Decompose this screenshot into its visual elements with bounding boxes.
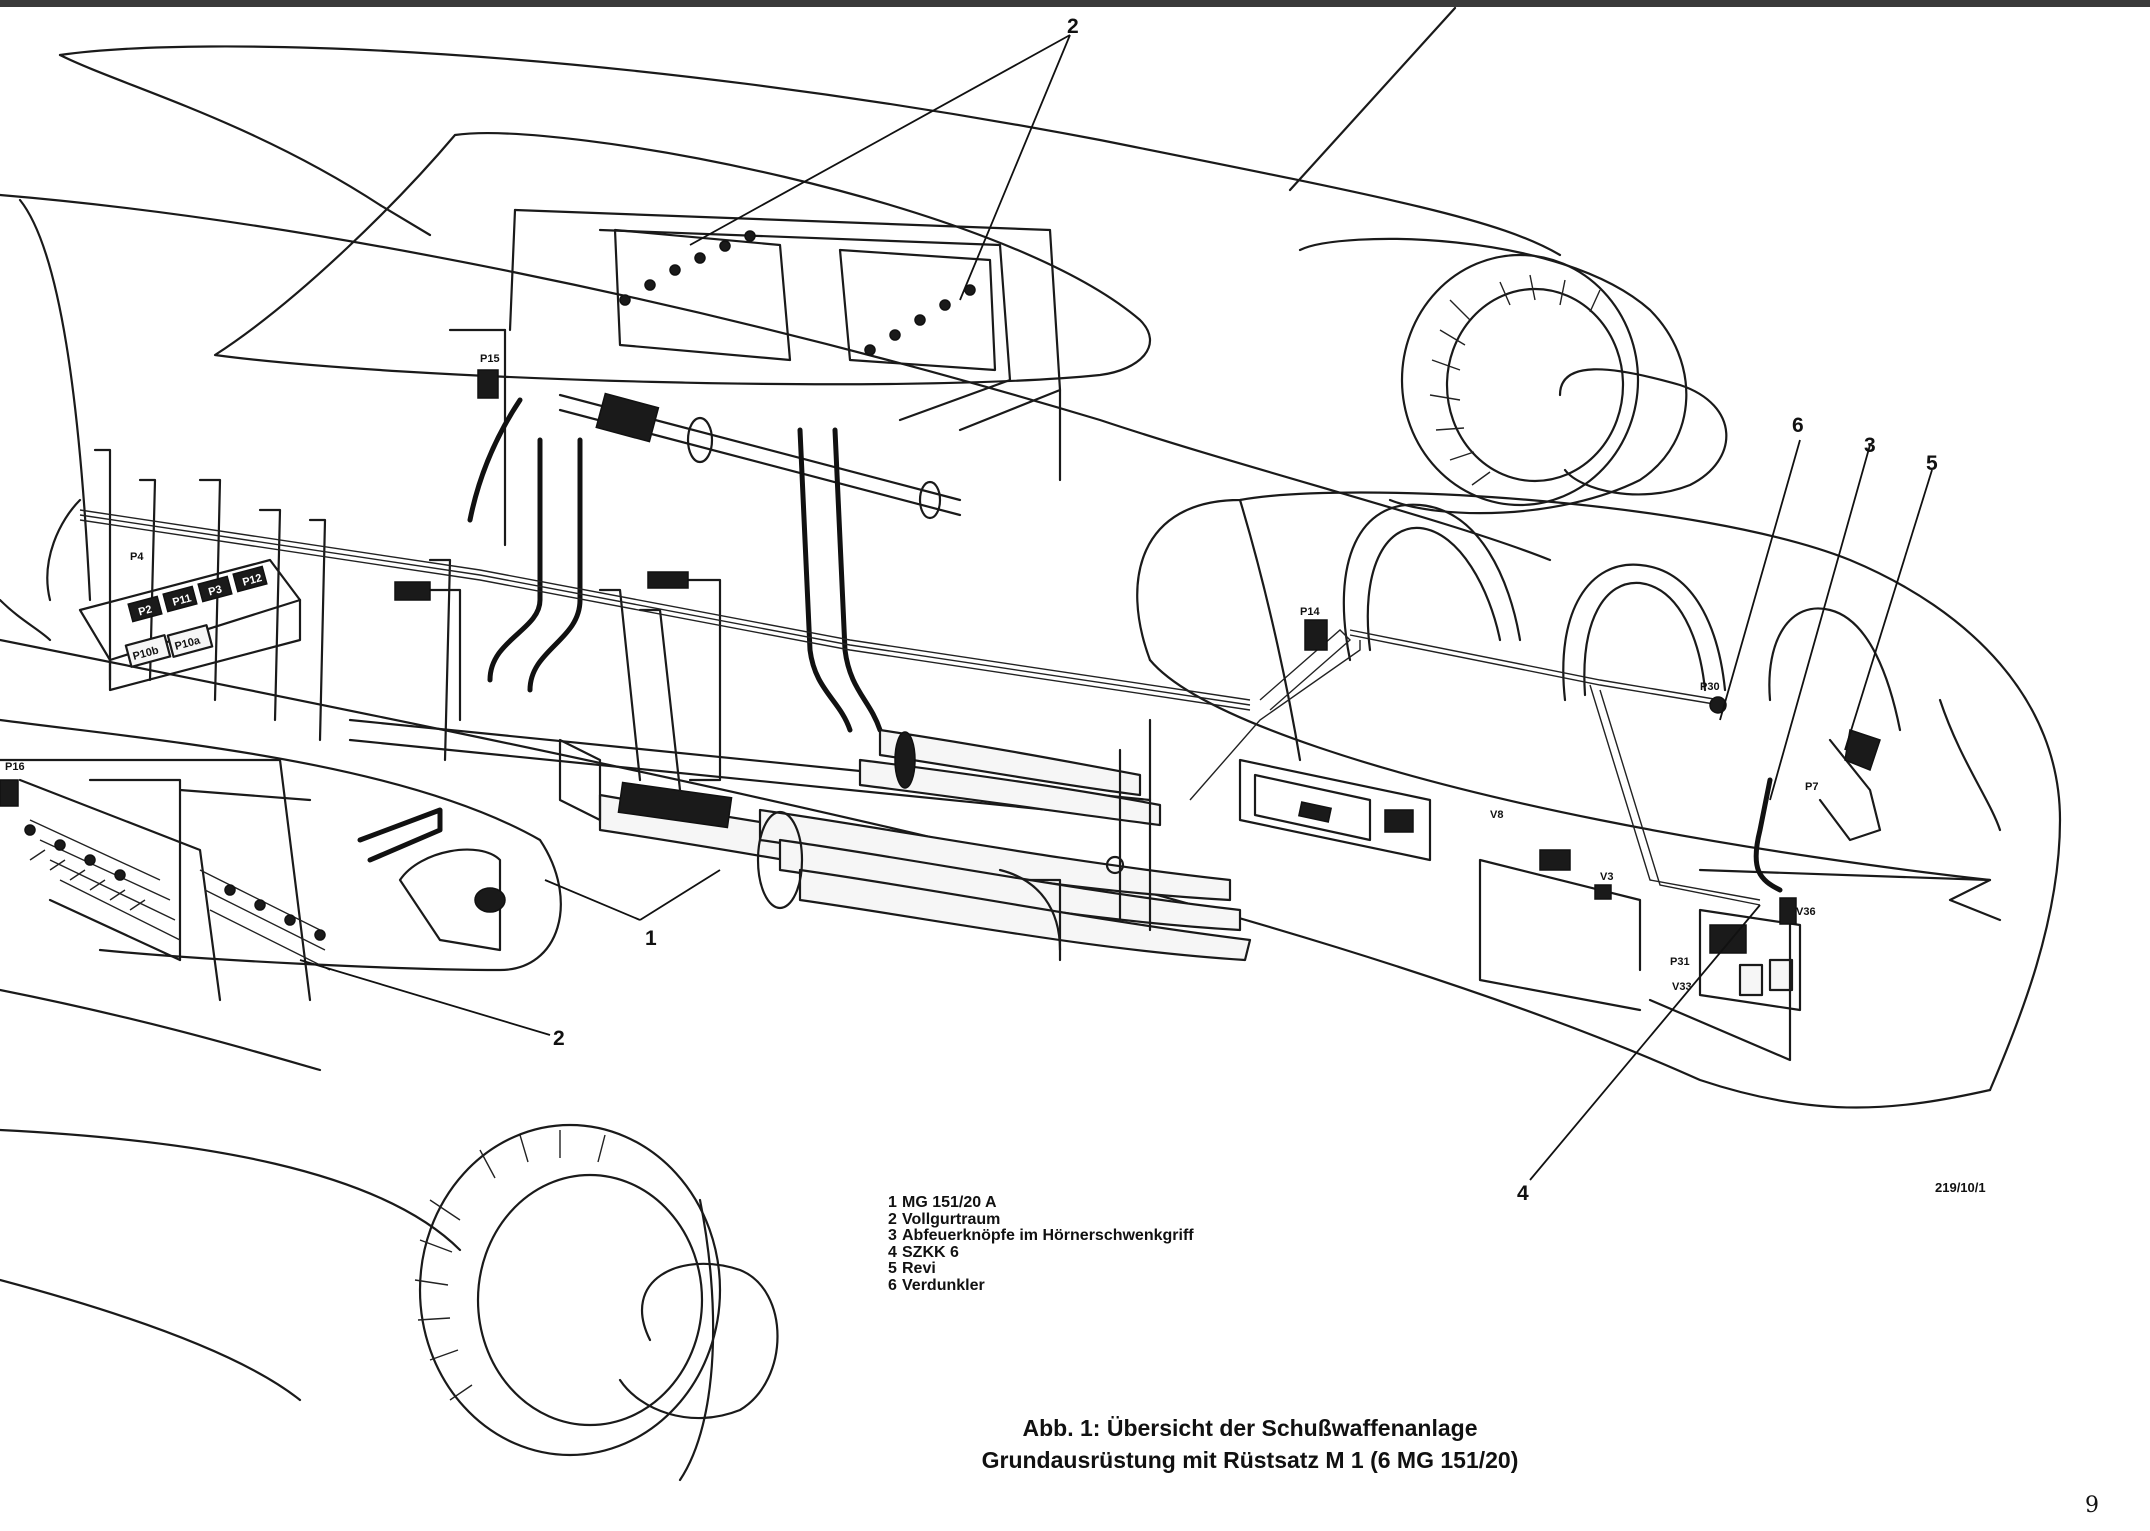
svg-text:P14: P14 [1300,606,1320,618]
callout-1: 1 [645,927,657,950]
caption-line-1: Abb. 1: Übersicht der Schußwaffenanlage [1022,1415,1478,1441]
svg-text:P11: P11 [171,592,192,609]
svg-text:V3: V3 [1600,871,1613,883]
callout-6: 6 [1792,414,1804,437]
svg-text:P30: P30 [1700,681,1720,693]
left-engine [0,1123,779,1482]
svg-text:P15: P15 [480,353,500,365]
callout-2-top: 2 [1067,15,1079,38]
callout-leaders [299,34,1933,1181]
wiring [79,509,1761,906]
callout-4: 4 [1517,1182,1529,1205]
relay-panel: P2 P11 P3 P12 P10b P10a [78,558,302,692]
page-number: 9 [2085,1493,2099,1518]
gun-installation [348,718,1252,962]
svg-text:V36: V36 [1796,906,1816,918]
canopy [1238,498,2002,832]
upper-ammo-bay [448,208,1062,547]
drawing-reference-code: 219/10/1 [1935,1180,1986,1195]
cross-shaft [467,392,962,523]
left-wing: P16 [0,718,562,1072]
callout-3: 3 [1864,434,1876,457]
svg-text:P3: P3 [207,583,223,598]
svg-text:P2: P2 [137,603,153,618]
callout-5: 5 [1926,452,1938,475]
callout-2-bottom: 2 [553,1027,565,1050]
svg-text:V33: V33 [1672,981,1692,993]
svg-text:V8: V8 [1490,809,1503,821]
svg-text:P4: P4 [130,551,144,563]
svg-text:P16: P16 [5,761,25,773]
figure-caption: Abb. 1: Übersicht der Schußwaffenanlage … [930,1412,1570,1476]
svg-text:P31: P31 [1670,956,1690,968]
scan-top-edge [0,0,2150,7]
svg-text:P7: P7 [1805,781,1818,793]
svg-text:P12: P12 [241,572,263,589]
right-wing [58,6,1562,386]
right-engine [1298,237,1728,515]
feed-chutes [394,427,883,782]
cockpit-installations: V36 P7 P14 P30 V8 V3 V33 P31 P15 P4 [130,353,1882,1062]
caption-line-2: Grundausrüstung mit Rüstsatz M 1 (6 MG 1… [981,1447,1519,1473]
